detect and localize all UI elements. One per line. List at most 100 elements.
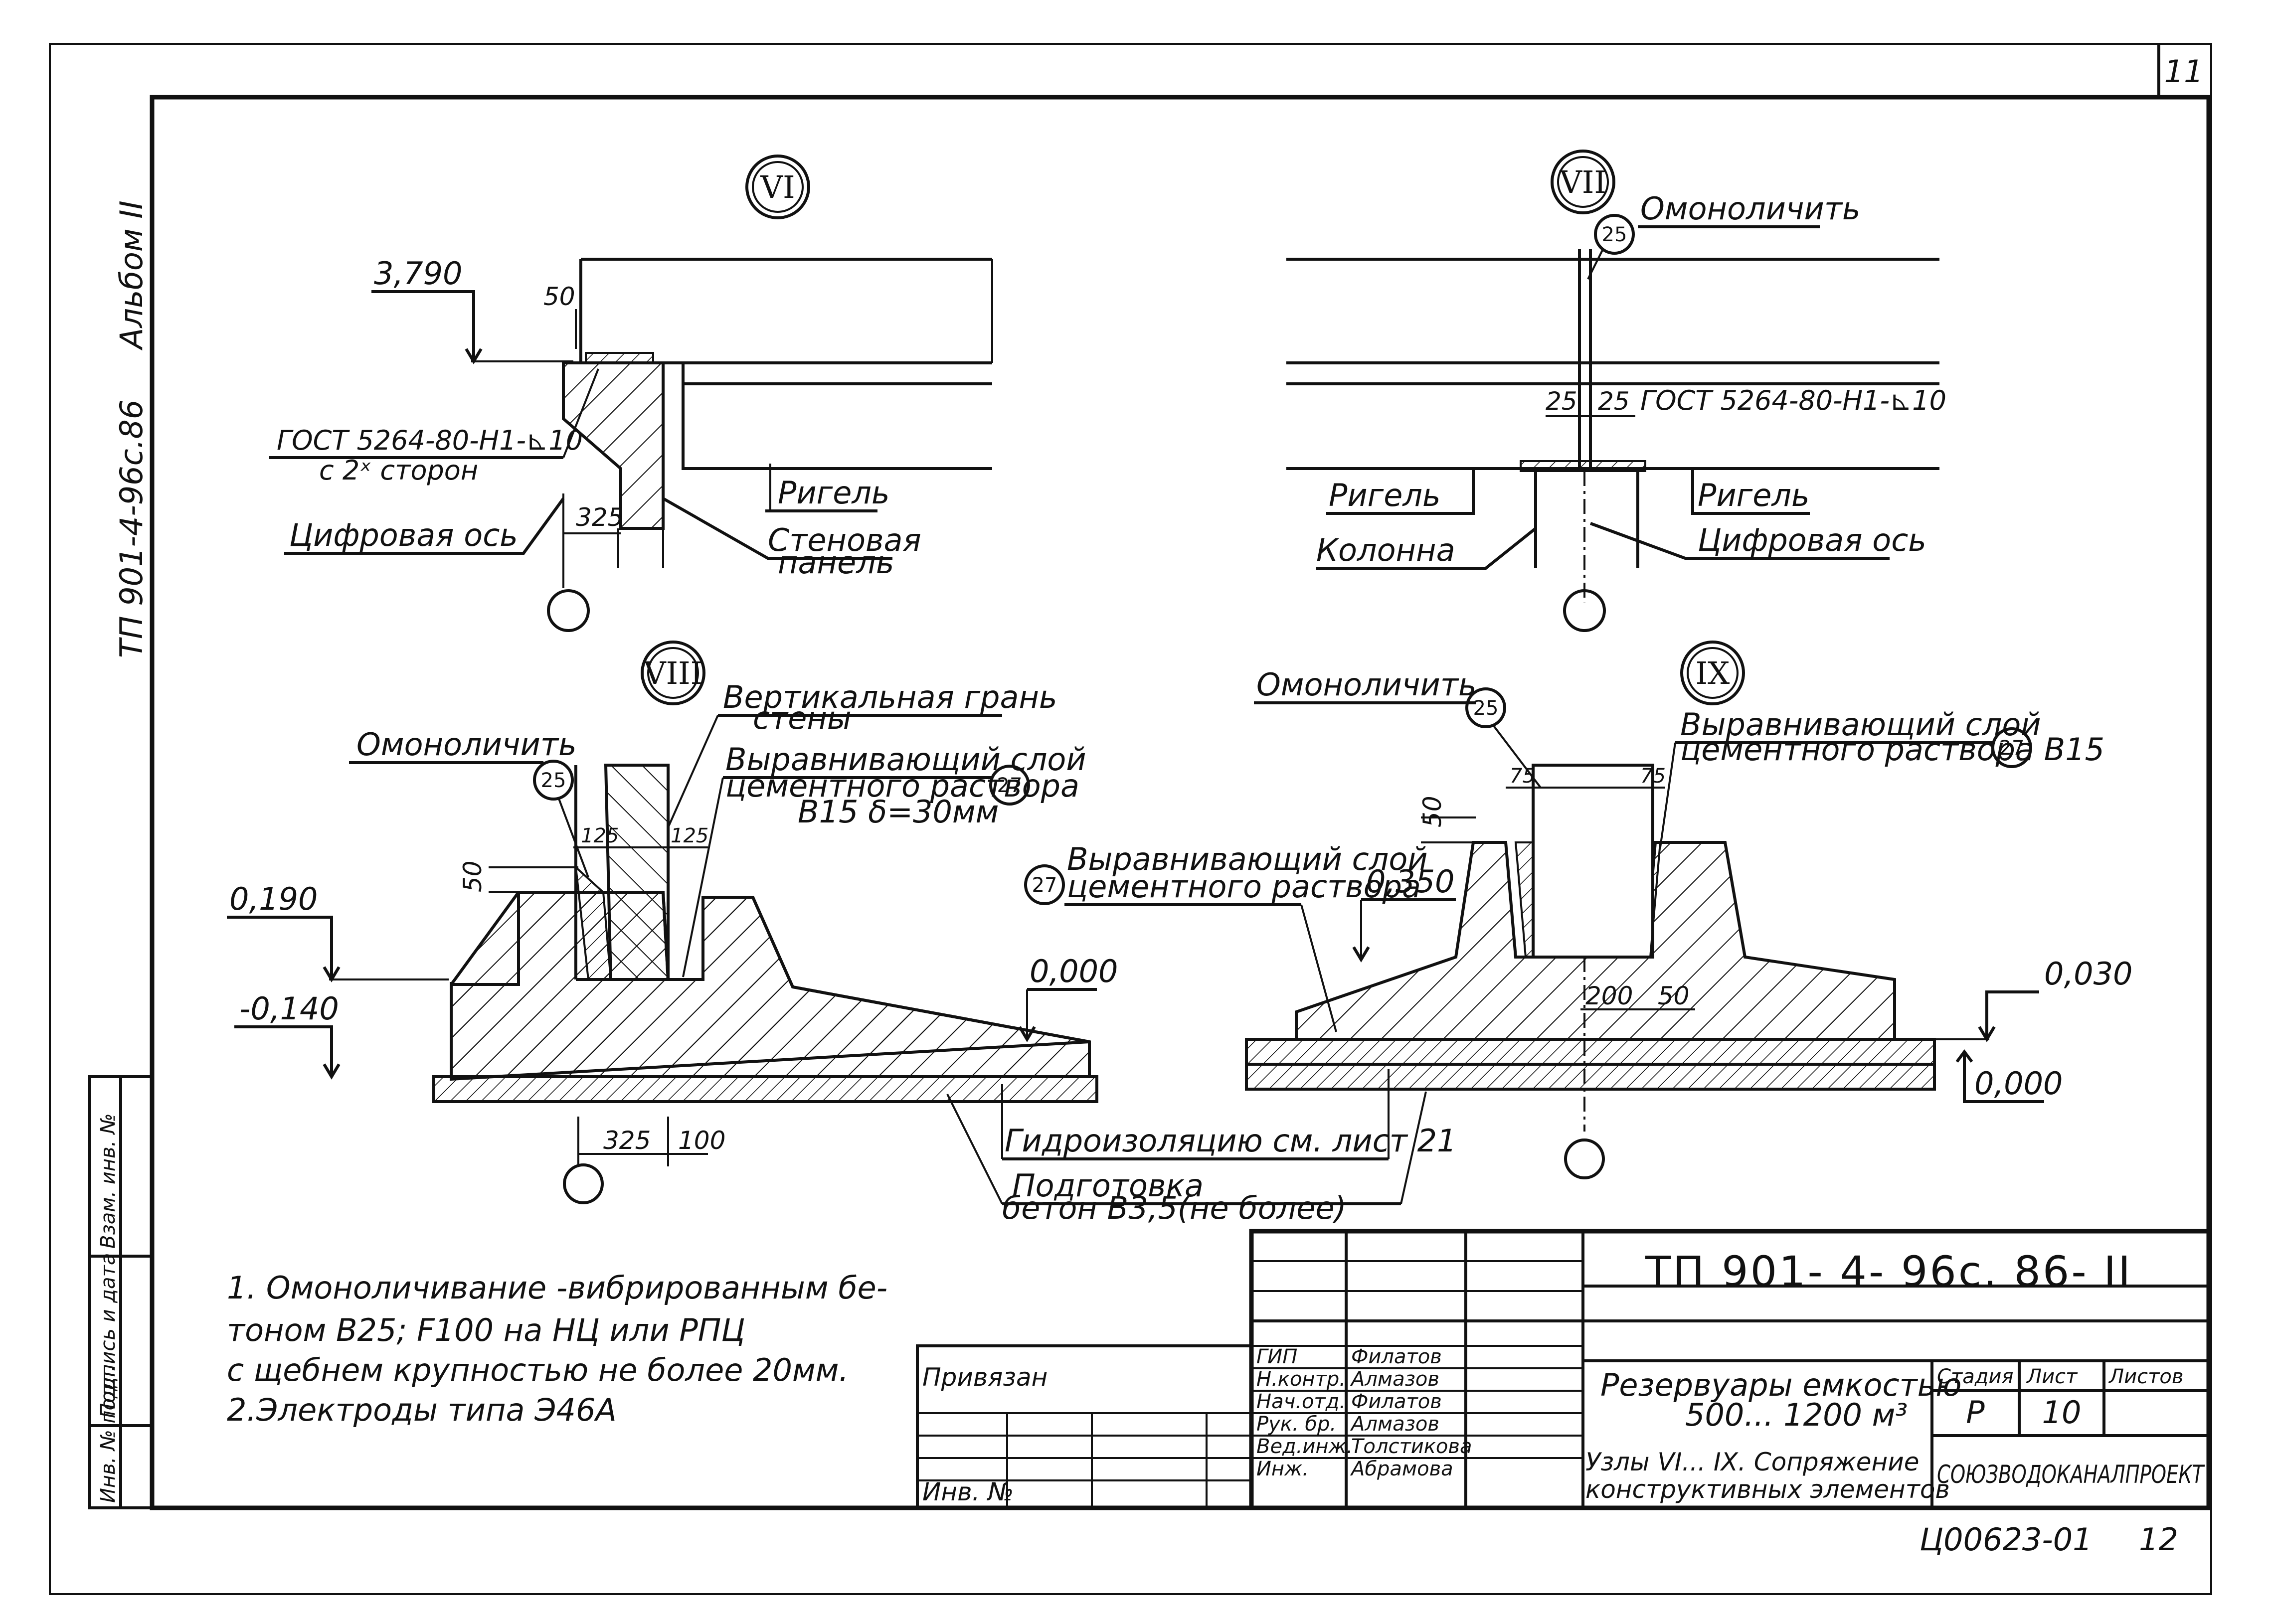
viii-elev-2: -0,140	[239, 990, 339, 1027]
side-code: ТП 901-4-96с.86	[113, 400, 150, 658]
view-vi-label: VI	[760, 169, 795, 205]
view-viii: VIII Вертикальная грань стены Омоноличит…	[227, 641, 1118, 1204]
name-nkontr: Алмазов	[1350, 1368, 1439, 1391]
vii-circle-25: 25	[1602, 223, 1627, 246]
role-gip: ГИП	[1256, 1345, 1297, 1368]
view-ix-label: IX	[1696, 655, 1730, 691]
vii-rigel-left: Ригель	[1329, 477, 1441, 513]
title-line-2: 500... 1200 м³	[1685, 1397, 1908, 1433]
role-vedinzh: Вед.инж.	[1256, 1435, 1353, 1458]
vii-note: Омоноличить	[1640, 190, 1860, 227]
vi-axis: Цифровая ось	[289, 517, 518, 553]
stamp-inv-podl: Инв. № подл.	[97, 1365, 120, 1503]
stamp-sign-date: Подпись и дата	[97, 1253, 120, 1418]
ix-dim-75b: 75	[1640, 765, 1666, 788]
vii-gost: ГОСТ 5264-80-Н1-⊾10	[1640, 385, 1946, 416]
name-inzh: Абрамова	[1350, 1458, 1453, 1480]
title-line-1: Резервуары емкостью	[1600, 1367, 1961, 1403]
viii-dim-100: 100	[678, 1126, 725, 1155]
vi-dim-50: 50	[543, 282, 575, 311]
subtitle-line-2: конструктивных элементов	[1585, 1475, 1950, 1504]
org-name: СОЮЗВОДОКАНАЛПРОЕКТ	[1937, 1460, 2205, 1489]
vi-dim-325: 325	[576, 503, 623, 532]
prep-label-1: Подготовка	[1012, 1167, 1204, 1204]
ix-circle-27l: 27	[1032, 874, 1057, 897]
subtitle-line-1: Узлы VI... IX. Сопряжение	[1585, 1448, 1919, 1476]
viii-circle-27: 27	[997, 774, 1023, 797]
note-line-3: с щебнем крупностью не более 20мм.	[227, 1352, 849, 1388]
ix-elev-1: 0,350	[1366, 863, 1455, 900]
ix-circle-25: 25	[1473, 697, 1499, 720]
name-rukbr: Алмазов	[1350, 1413, 1439, 1436]
archive-number: Ц00623-01	[1920, 1521, 2093, 1558]
viii-edge-1: Вертикальная грань	[723, 679, 1057, 715]
sheet-header: Лист	[2026, 1365, 2078, 1388]
doc-code: ТП 901- 4- 96с. 86- II	[1645, 1247, 2132, 1296]
general-notes: 1. Омоноличивание -вибрированным бе- тон…	[227, 1270, 887, 1428]
view-ix: IX Омоноличить 25 Выравнивающий слой цем…	[1024, 641, 2133, 1179]
ix-layer-r1: Выравнивающий слой	[1680, 706, 2041, 743]
view-vii-label: VII	[1559, 164, 1606, 200]
sheet-number: 11	[2164, 53, 2204, 90]
hydro-label: Гидроизоляцию см. лист 21	[1005, 1123, 1457, 1159]
viii-circle-25: 25	[541, 769, 566, 792]
vi-panel-1: Стеновая	[768, 522, 921, 558]
viii-dim-125a: 125	[581, 824, 619, 847]
viii-elev-3: 0,000	[1030, 953, 1118, 989]
viii-dim-125b: 125	[671, 824, 708, 847]
stamp-vzam: Взам. инв. №	[97, 1113, 120, 1249]
ix-note: Омоноличить	[1256, 666, 1476, 703]
note-line-4: 2.Электроды типа Э46А	[227, 1392, 617, 1428]
viii-layer-1: Выравнивающий слой	[725, 741, 1086, 778]
role-nachotd: Нач.отд.	[1256, 1390, 1346, 1413]
archive-page: 12	[2139, 1521, 2178, 1558]
vii-rigel-right: Ригель	[1698, 477, 1810, 513]
vii-dim-b: 25	[1598, 387, 1630, 416]
vii-column: Колонна	[1316, 532, 1455, 568]
viii-layer-3: В15 δ=30мм	[798, 794, 999, 830]
ix-dim-50: 50	[1418, 796, 1447, 827]
stage-value: Р	[1966, 1394, 1985, 1431]
vi-elev: 3,790	[374, 255, 463, 292]
ix-layer-r2: цементного раствора В15	[1680, 731, 2104, 768]
vii-axis: Цифровая ось	[1698, 522, 1926, 558]
ix-circle-27r: 27	[1999, 737, 2025, 760]
vi-gost-sub: с 2ˣ сторон	[319, 455, 478, 486]
role-rukbr: Рук. бр.	[1256, 1413, 1336, 1436]
ix-dim-200: 200	[1585, 981, 1633, 1010]
stage-header: Стадия	[1937, 1365, 2013, 1388]
ix-elev-3: 0,000	[1974, 1065, 2063, 1102]
vi-rigel: Ригель	[778, 475, 890, 511]
inv-label: Инв. №	[922, 1477, 1014, 1506]
shared-leaders: Гидроизоляцию см. лист 21 Подготовка бет…	[946, 1069, 1457, 1226]
name-gip: Филатов	[1351, 1345, 1442, 1368]
sheets-header: Листов	[2108, 1365, 2183, 1388]
prep-label-2: бетон В3,5(не более)	[1002, 1190, 1347, 1226]
view-vii: VII Омоноличить 25 25 25 ГОСТ 5264-80-Н1…	[1286, 150, 1946, 632]
role-nkontr: Н.контр.	[1256, 1368, 1346, 1391]
note-line-2: тоном В25; F100 на НЦ или РПЦ	[227, 1312, 745, 1348]
note-line-1: 1. Омоноличивание -вибрированным бе-	[227, 1270, 887, 1306]
title-block: Привязан Инв. № ТП 901- 4- 96с. 86- II Г…	[916, 1229, 2211, 1558]
vi-panel-2: панель	[778, 544, 894, 581]
name-vedinzh: Толстикова	[1351, 1435, 1472, 1458]
viii-dim-50: 50	[458, 860, 487, 892]
vi-gost: ГОСТ 5264-80-Н1-⊾10	[277, 425, 583, 456]
name-nachotd: Филатов	[1351, 1390, 1442, 1413]
side-labels: Альбом II ТП 901-4-96с.86	[113, 200, 150, 658]
ix-layer-l1: Выравнивающий слой	[1067, 841, 1428, 877]
binding-label: Привязан	[922, 1363, 1048, 1392]
vii-dim-a: 25	[1546, 387, 1577, 416]
role-inzh: Инж.	[1256, 1458, 1309, 1480]
viii-note: Омоноличить	[356, 726, 576, 763]
side-stamp: Инв. № подл. Подпись и дата Взам. инв. №	[88, 1075, 154, 1509]
viii-edge-2: стены	[753, 700, 852, 736]
sheet-value: 10	[2042, 1394, 2082, 1431]
viii-elev-1: 0,190	[229, 881, 318, 917]
ix-dim-50b: 50	[1658, 981, 1690, 1010]
ix-dim-75a: 75	[1510, 765, 1535, 788]
album-label: Альбом II	[113, 200, 150, 351]
ix-elev-2: 0,030	[2044, 956, 2133, 992]
viii-layer-2: цементного раствора	[725, 768, 1079, 804]
